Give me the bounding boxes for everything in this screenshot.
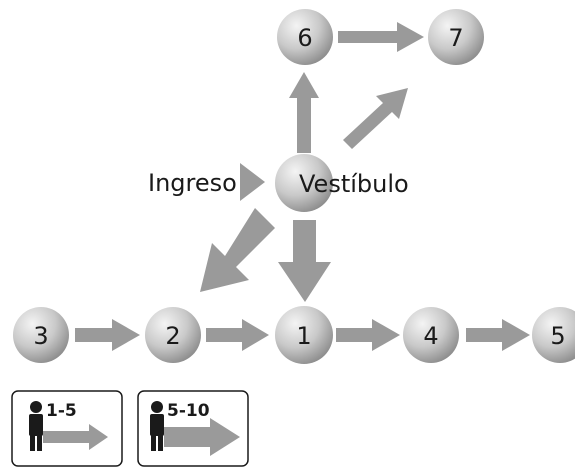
entrance-label: Ingreso xyxy=(148,169,237,197)
node-1-label: 1 xyxy=(296,322,311,350)
arrow-vestibulo-to-7 xyxy=(343,88,408,149)
arrow-6-to-7 xyxy=(338,22,424,52)
arrow-vestibulo-to-2 xyxy=(200,208,275,292)
node-7: 7 xyxy=(428,9,484,65)
arrow-vestibulo-to-1 xyxy=(278,220,331,302)
legend-large-label: 5-10 xyxy=(167,401,210,421)
arrow-1-to-4 xyxy=(336,319,400,351)
arrow-4-to-5 xyxy=(466,319,530,351)
node-7-label: 7 xyxy=(448,24,463,52)
node-5: 5 xyxy=(532,307,575,363)
node-7-sphere xyxy=(428,9,484,65)
legend-large-arrow xyxy=(164,418,240,456)
arrow-ingreso xyxy=(240,163,265,201)
node-vestibulo-sphere xyxy=(275,154,333,212)
node-3-sphere xyxy=(13,307,69,363)
node-3: 3 xyxy=(13,307,69,363)
legend-small-label: 1-5 xyxy=(46,401,77,421)
legend-large-flow: 5-10 xyxy=(137,390,249,467)
legend-small-flow: 1-5 xyxy=(11,390,123,467)
node-vestibulo-label: Vestíbulo xyxy=(299,170,409,198)
node-6: 6 xyxy=(277,9,333,65)
flow-arrows xyxy=(75,22,530,351)
node-1-sphere xyxy=(275,306,333,364)
node-2-sphere xyxy=(145,307,201,363)
node-5-sphere xyxy=(532,307,575,363)
person-icon xyxy=(150,401,164,451)
node-3-label: 3 xyxy=(33,322,48,350)
node-vestibulo: Vestíbulo xyxy=(275,154,409,212)
node-2: 2 xyxy=(145,307,201,363)
node-6-sphere xyxy=(277,9,333,65)
arrow-3-to-2 xyxy=(75,319,140,351)
node-1: 1 xyxy=(275,306,333,364)
arrow-vestibulo-to-6 xyxy=(289,72,319,153)
node-2-label: 2 xyxy=(165,322,180,350)
node-5-label: 5 xyxy=(550,322,565,350)
legend-small-arrow xyxy=(43,424,108,450)
node-4: 4 xyxy=(403,307,459,363)
arrow-2-to-1 xyxy=(206,319,269,351)
node-4-sphere xyxy=(403,307,459,363)
node-6-label: 6 xyxy=(297,24,312,52)
person-icon xyxy=(29,401,43,451)
node-4-label: 4 xyxy=(423,322,438,350)
